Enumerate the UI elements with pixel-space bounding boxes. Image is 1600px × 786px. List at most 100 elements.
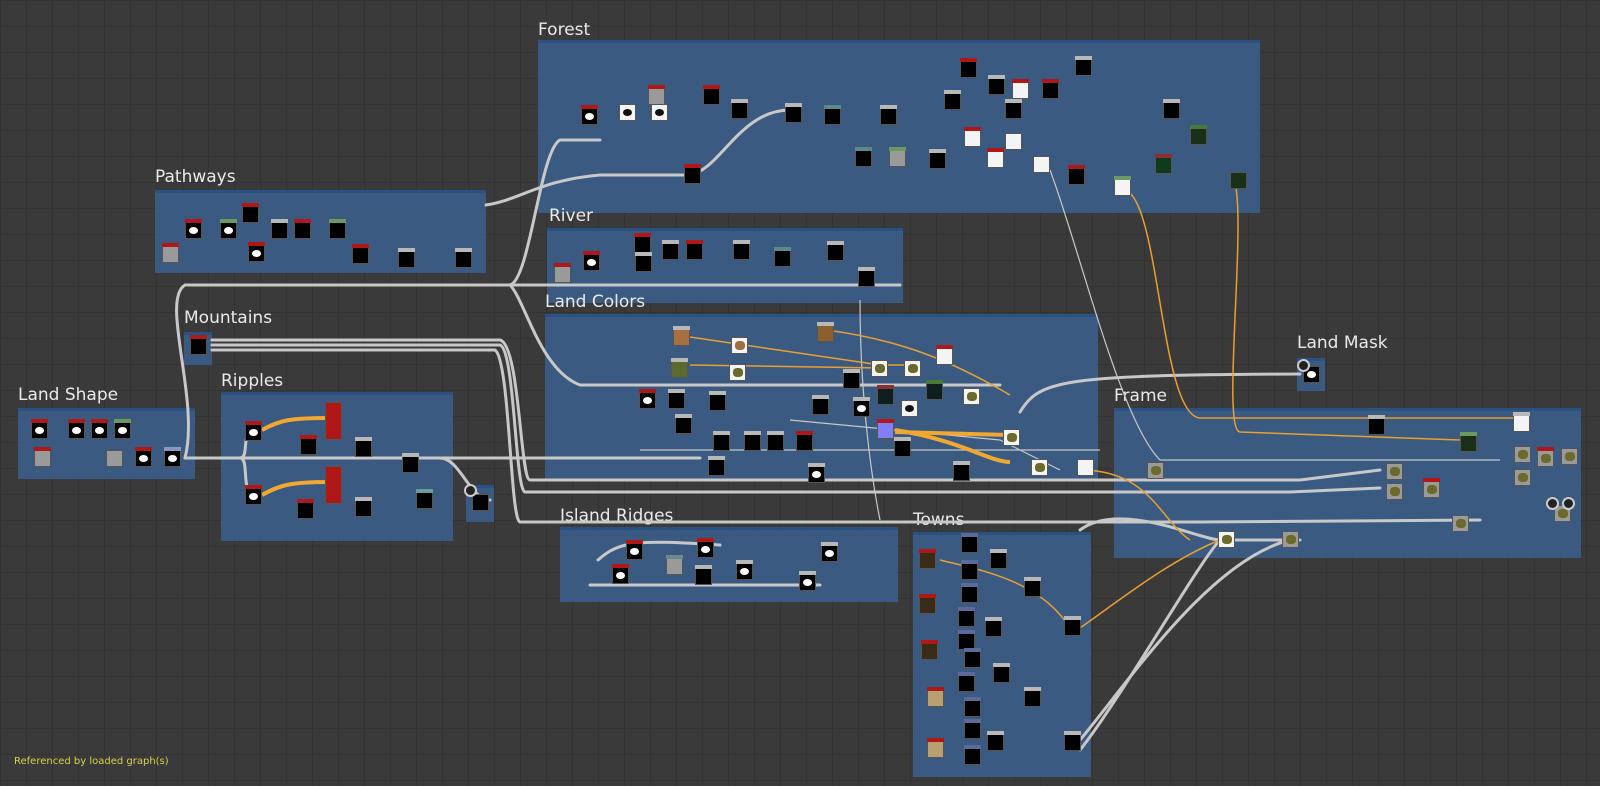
node-ripples-6[interactable] [297, 499, 314, 519]
node-land-colors-31[interactable] [1077, 459, 1094, 476]
node-frame-14[interactable] [1218, 531, 1235, 548]
node-forest-10[interactable] [684, 164, 701, 184]
node-towns-14[interactable] [964, 719, 981, 739]
node-towns-12[interactable] [958, 672, 975, 692]
node-land-colors-19[interactable] [963, 388, 980, 405]
node-forest-15[interactable] [944, 90, 961, 110]
node-pathways-2[interactable] [185, 219, 202, 239]
node-forest-2[interactable] [619, 104, 636, 121]
node-ripples-8[interactable] [355, 497, 372, 517]
node-towns-2[interactable] [919, 594, 936, 614]
node-frame-10[interactable] [1514, 469, 1531, 486]
node-towns-19[interactable] [987, 731, 1004, 751]
node-towns-3[interactable] [921, 640, 938, 660]
node-towns-22[interactable] [1064, 616, 1081, 636]
node-forest-20[interactable] [1075, 56, 1092, 76]
node-frame-1[interactable] [1368, 415, 1385, 435]
node-towns-21[interactable] [1024, 687, 1041, 707]
node-land-shape-4[interactable] [114, 419, 131, 439]
node-forest-16[interactable] [988, 75, 1005, 95]
frame-forest[interactable] [538, 40, 1260, 213]
frame-pathways[interactable] [155, 190, 486, 273]
node-island-ridges-3[interactable] [697, 538, 714, 558]
node-towns-17[interactable] [985, 617, 1002, 637]
frame-island-ridges[interactable] [560, 527, 898, 602]
node-towns-16[interactable] [990, 549, 1007, 569]
node-forest-28[interactable] [1190, 125, 1207, 145]
node-land-colors-7[interactable] [904, 360, 921, 377]
node-land-colors-15[interactable] [675, 414, 692, 434]
node-island-ridges-8[interactable] [799, 571, 816, 591]
node-forest-29[interactable] [1155, 154, 1172, 174]
node-pathways-7[interactable] [294, 219, 311, 239]
node-land-colors-29[interactable] [953, 461, 970, 481]
node-frame-12[interactable] [1561, 448, 1578, 465]
node-island-ridges-7[interactable] [821, 542, 838, 562]
node-land-colors-18[interactable] [901, 400, 918, 417]
node-land-colors-8[interactable] [936, 345, 953, 365]
node-forest-25[interactable] [1068, 165, 1085, 185]
node-forest-12[interactable] [889, 147, 906, 167]
node-river-10[interactable] [858, 267, 875, 287]
node-river-8[interactable] [774, 247, 791, 267]
node-forest-11[interactable] [855, 147, 872, 167]
node-land-colors-17[interactable] [853, 397, 870, 417]
node-frame-11[interactable] [1537, 447, 1554, 467]
node-land-colors-26[interactable] [1003, 429, 1020, 446]
node-land-colors-20[interactable] [877, 419, 894, 439]
node-forest-26[interactable] [1114, 176, 1131, 196]
node-river-5[interactable] [662, 240, 679, 260]
node-towns-1[interactable] [919, 549, 936, 569]
node-river-4[interactable] [635, 252, 652, 272]
node-forest-13[interactable] [929, 149, 946, 169]
node-river-9[interactable] [827, 241, 844, 261]
node-towns-5[interactable] [927, 738, 944, 758]
node-pathways-8[interactable] [329, 219, 346, 239]
node-frame-3[interactable] [1460, 432, 1477, 452]
node-land-colors-3[interactable] [731, 337, 748, 354]
node-forest-30[interactable] [1230, 172, 1247, 189]
node-forest-4[interactable] [648, 85, 665, 105]
node-towns-7[interactable] [961, 560, 978, 580]
node-forest-7[interactable] [785, 103, 802, 123]
node-land-colors-10[interactable] [877, 385, 894, 405]
node-land-colors-27[interactable] [708, 456, 725, 476]
node-ripples-7[interactable] [355, 437, 372, 457]
node-forest-1[interactable] [581, 105, 598, 125]
node-land-colors-6[interactable] [871, 360, 888, 377]
node-towns-20[interactable] [1024, 577, 1041, 597]
node-forest-8[interactable] [824, 105, 841, 125]
node-pathways-6[interactable] [271, 219, 288, 239]
node-forest-17[interactable] [1012, 79, 1029, 99]
node-island-ridges-6[interactable] [736, 560, 753, 580]
node-towns-18[interactable] [993, 663, 1010, 683]
node-forest-3[interactable] [651, 104, 668, 121]
node-forest-19[interactable] [1005, 99, 1022, 119]
node-land-colors-23[interactable] [767, 431, 784, 451]
node-ripples-9[interactable] [402, 453, 419, 473]
node-frame-5[interactable] [1386, 463, 1403, 480]
node-river-7[interactable] [733, 240, 750, 260]
node-forest-24[interactable] [1033, 156, 1050, 173]
node-pathways-4[interactable] [242, 203, 259, 223]
node-pathways-10[interactable] [398, 248, 415, 268]
node-land-colors-9[interactable] [843, 369, 860, 389]
node-land-colors-22[interactable] [744, 431, 761, 451]
node-island-ridges-4[interactable] [666, 555, 683, 575]
node-river-3[interactable] [634, 233, 651, 253]
node-land-colors-25[interactable] [894, 437, 911, 457]
node-land-shape-8[interactable] [164, 447, 181, 467]
node-ripples-output[interactable] [472, 494, 489, 511]
node-pathways-5[interactable] [248, 242, 265, 262]
node-land-colors-24[interactable] [796, 431, 813, 451]
node-forest-22[interactable] [1005, 133, 1022, 150]
node-island-ridges-1[interactable] [626, 540, 643, 560]
node-forest-21[interactable] [964, 127, 981, 147]
node-forest-9[interactable] [880, 105, 897, 125]
node-land-shape-7[interactable] [135, 447, 152, 467]
node-forest-14[interactable] [960, 58, 977, 78]
node-frame-15[interactable] [1282, 531, 1299, 548]
node-frame-4[interactable] [1147, 462, 1164, 479]
node-towns-23[interactable] [1064, 731, 1081, 751]
node-river-1[interactable] [554, 263, 571, 283]
